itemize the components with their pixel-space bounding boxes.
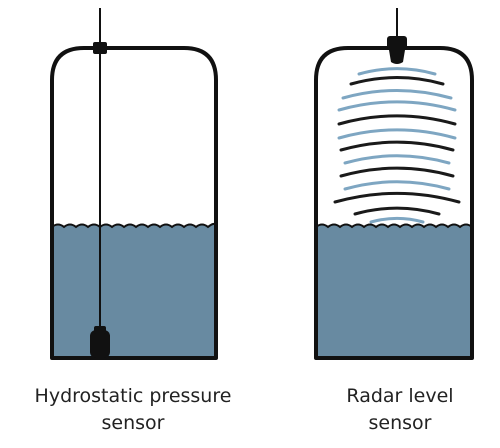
radar-sensor-head-icon: [387, 36, 407, 64]
radar-tank: [314, 8, 474, 360]
radar-wave-arc: [341, 89, 453, 100]
pressure-sensor-probe-icon: [90, 326, 110, 358]
radar-wave-arc: [337, 100, 457, 112]
water-surface-right: [315, 223, 473, 229]
water-left: [52, 224, 216, 358]
radar-wave-arc: [369, 216, 425, 224]
radar-wave-arc: [343, 154, 451, 165]
radar-caption-line1: Radar level: [346, 385, 454, 407]
hydrostatic-caption: Hydrostatic pressure sensor: [0, 383, 266, 437]
hydrostatic-caption-line1: Hydrostatic pressure: [34, 385, 232, 407]
radar-wave-arc: [343, 180, 451, 191]
radar-wave-arc: [339, 166, 455, 178]
radar-wave-arc: [357, 67, 437, 76]
radar-wave-arc: [337, 128, 457, 140]
radar-caption: Radar level sensor: [300, 383, 500, 437]
tank-outline-right: [314, 46, 474, 360]
water-surface-left: [51, 222, 217, 229]
radar-wave-arc: [339, 140, 455, 152]
hydrostatic-tank: [50, 8, 218, 360]
radar-wave-arc: [353, 206, 441, 216]
radar-wave-arc: [349, 76, 445, 86]
tank-outline-left: [50, 46, 218, 360]
radar-wave-arc: [333, 191, 461, 204]
radar-caption-line2: sensor: [368, 412, 432, 434]
cable-gland: [93, 42, 107, 54]
radar-wave-arc: [337, 114, 457, 126]
radar-waves: [333, 67, 461, 224]
hydrostatic-caption-line2: sensor: [101, 412, 165, 434]
water-right: [316, 224, 472, 358]
